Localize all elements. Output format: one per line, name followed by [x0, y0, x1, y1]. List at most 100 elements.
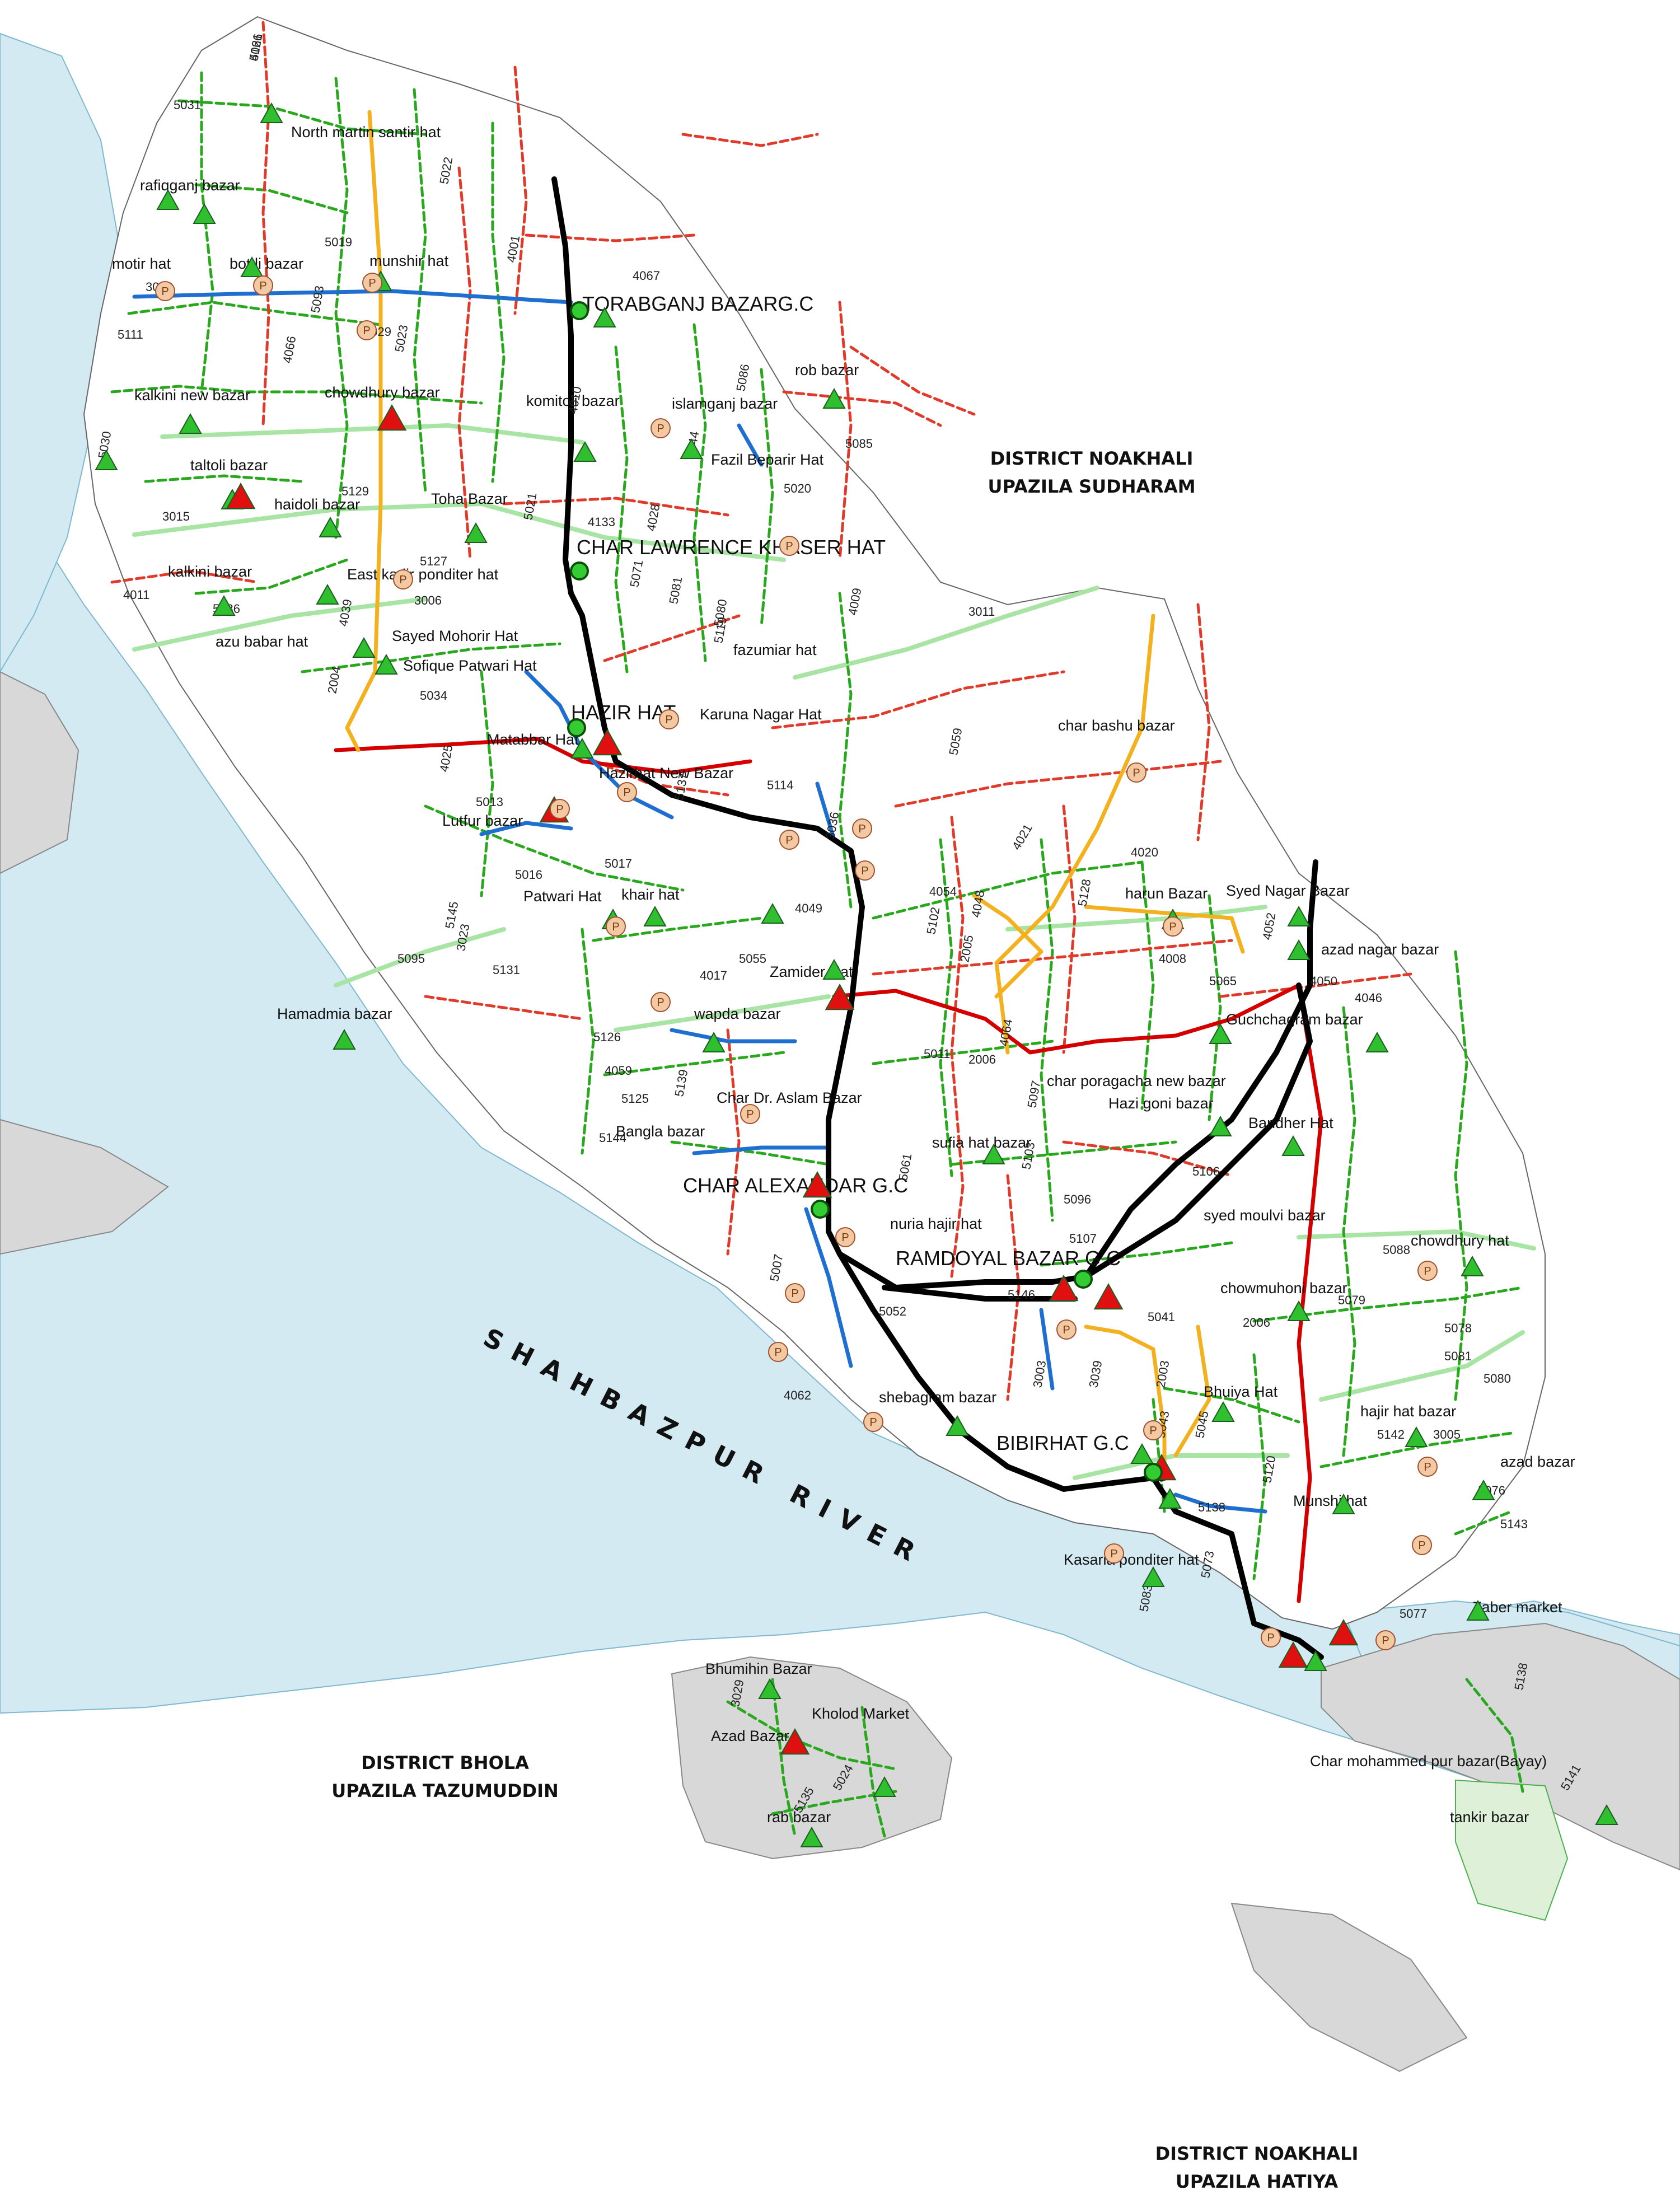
road-id-label: 5013: [476, 795, 503, 809]
market-islamganj: islamganj bazar: [672, 395, 778, 412]
market-bhumihin: Bhumihin Bazar: [705, 1660, 812, 1677]
post-office-icon: [740, 1104, 760, 1124]
national-roads: [551, 176, 1324, 1660]
post-office-icon-glyph: P: [612, 921, 619, 933]
market-triangle-icon: [800, 1826, 823, 1847]
southeast-char-island: [1321, 1622, 1680, 1871]
post-office-icon-glyph: P: [858, 823, 865, 835]
market-azu-babar: azu babar hat: [216, 633, 308, 650]
road-id-label: 5143: [1500, 1517, 1528, 1531]
post-office-icon: [768, 1342, 788, 1362]
road-id-label: 5085: [845, 437, 873, 451]
growth-center-icon: [567, 718, 586, 737]
market-chowdhury-hat: chowdhury hat: [1411, 1232, 1509, 1249]
growth-center-triangle-icon: [780, 1728, 810, 1755]
growth-center-labels: TORABGANJ BAZARG.C CHAR LAWRENCE KHASER …: [571, 292, 1129, 1454]
road-id-label: 5114: [767, 778, 793, 792]
market-triangle-icon: [1158, 1487, 1182, 1509]
southern-char-island: [671, 1656, 953, 1860]
growth-center-triangle-icon: [592, 728, 623, 756]
market-fazumiar: fazumiar hat: [733, 642, 817, 658]
market-motir-hat: motir hat: [112, 255, 171, 272]
road-network: [110, 21, 1536, 1838]
post-office-icon-glyph: P: [259, 280, 266, 292]
market-bhuiya: Bhuiya Hat: [1204, 1383, 1278, 1400]
market-harun: harun Bazar: [1125, 885, 1208, 902]
post-office-icon: [1417, 1261, 1438, 1281]
market-triangle-icon: [260, 102, 283, 123]
market-triangle-icon: [1287, 905, 1311, 926]
market-matabbar: Matabbar Hat: [487, 731, 579, 748]
market-triangle-icon: [240, 256, 264, 277]
road-id-label: 5126: [593, 1030, 621, 1044]
post-office-icon: [852, 818, 872, 839]
market-north-martin: North martin santir hat: [291, 124, 441, 141]
market-triangle-icon: [193, 203, 216, 224]
road-id-label: 5077: [1400, 1607, 1427, 1621]
market-triangle-icon: [1281, 1135, 1305, 1156]
region-label-hatiya-upazila: UPAZILA HATIYA: [1176, 2171, 1339, 2192]
post-office-icon: [1056, 1319, 1077, 1340]
growth-center-char-lawrence: CHAR LAWRENCE KHASER HAT: [577, 536, 886, 559]
post-office-icon: [1417, 1457, 1438, 1477]
road-id-label: 4067: [633, 269, 660, 283]
market-sufia: sufia hat bazar: [932, 1134, 1031, 1151]
road-id-label: 3011: [968, 605, 995, 619]
post-office-icon: [1375, 1630, 1396, 1650]
charland-grey-west: [0, 671, 79, 874]
market-kholod: Kholod Market: [812, 1705, 910, 1722]
growth-center-triangle-icon: [802, 1171, 832, 1198]
road-id-label: 5080: [1484, 1372, 1511, 1386]
market-hamadmia: Hamadmia bazar: [277, 1005, 392, 1022]
road-id-label: 5129: [341, 484, 369, 498]
market-triangle-icon: [1209, 1023, 1232, 1044]
growth-center-triangle-icon: [1328, 1618, 1359, 1646]
growth-center-hazir-hat: HAZIR HAT: [571, 701, 676, 724]
road-id-label: 4046: [1355, 991, 1382, 1005]
growth-center-biribi-hat: BIBIRHAT G.C: [996, 1431, 1129, 1454]
post-office-icon-glyph: P: [861, 865, 868, 877]
road-id-label: 5106: [1192, 1164, 1220, 1178]
road-id-label: 5016: [515, 868, 542, 882]
market-zaber: Zaber market: [1472, 1599, 1562, 1616]
market-triangle-icon: [946, 1415, 969, 1436]
market-munshi: Munshi hat: [1293, 1492, 1368, 1509]
post-office-icon: [1104, 1543, 1124, 1564]
post-office-icon-glyph: P: [746, 1108, 754, 1121]
market-bottli: bottli bazar: [230, 255, 303, 272]
market-triangle-icon: [1130, 1443, 1154, 1464]
mainland-island: [83, 16, 1546, 1630]
market-char-bashu: char bashu bazar: [1058, 717, 1175, 734]
market-bangla: Bangla bazar: [616, 1123, 705, 1140]
road-id-label: 2006: [968, 1052, 996, 1066]
region-label-sudharam: DISTRICT NOAKHALI: [990, 448, 1194, 469]
market-hazirhat-new: Hazirhat New Bazar: [599, 765, 733, 781]
market-triangle-icon: [179, 413, 202, 434]
market-triangle-icon: [1461, 1255, 1484, 1276]
market-triangle-icon: [570, 737, 594, 759]
market-lutfur: Lutfur bazar: [442, 812, 523, 829]
growth-center-triangle-icon: [226, 482, 256, 509]
post-office-icon: [606, 916, 626, 937]
post-office-icon: [357, 320, 377, 340]
post-office-icon: [1163, 916, 1183, 937]
road-id-label: 4020: [1131, 845, 1158, 859]
post-office-icon-glyph: P: [791, 1288, 798, 1300]
market-toha: Toha Bazar: [431, 490, 508, 507]
market-triangle-icon: [982, 1143, 1005, 1164]
road-id-label: 4054: [929, 884, 957, 898]
post-office-icon: [779, 536, 799, 556]
road-id-label: 5107: [1069, 1232, 1097, 1246]
market-triangle-icon: [573, 441, 597, 462]
post-office-icon-glyph: P: [1418, 1539, 1425, 1552]
market-komitoli: komitoli bazar: [526, 392, 620, 409]
growth-center-icon: [1144, 1463, 1163, 1482]
growth-center-triangle-icon: [825, 983, 855, 1010]
post-office-icon-glyph: P: [1267, 1632, 1274, 1644]
market-triangle-icon: [1365, 1031, 1389, 1052]
market-taltoli: taltoli bazar: [190, 457, 268, 474]
market-triangle-icon: [873, 1776, 896, 1797]
market-east-kadir: East kadir ponditer hat: [347, 566, 499, 583]
market-triangle-icon: [352, 636, 376, 658]
road-id-label: 5052: [879, 1304, 906, 1318]
